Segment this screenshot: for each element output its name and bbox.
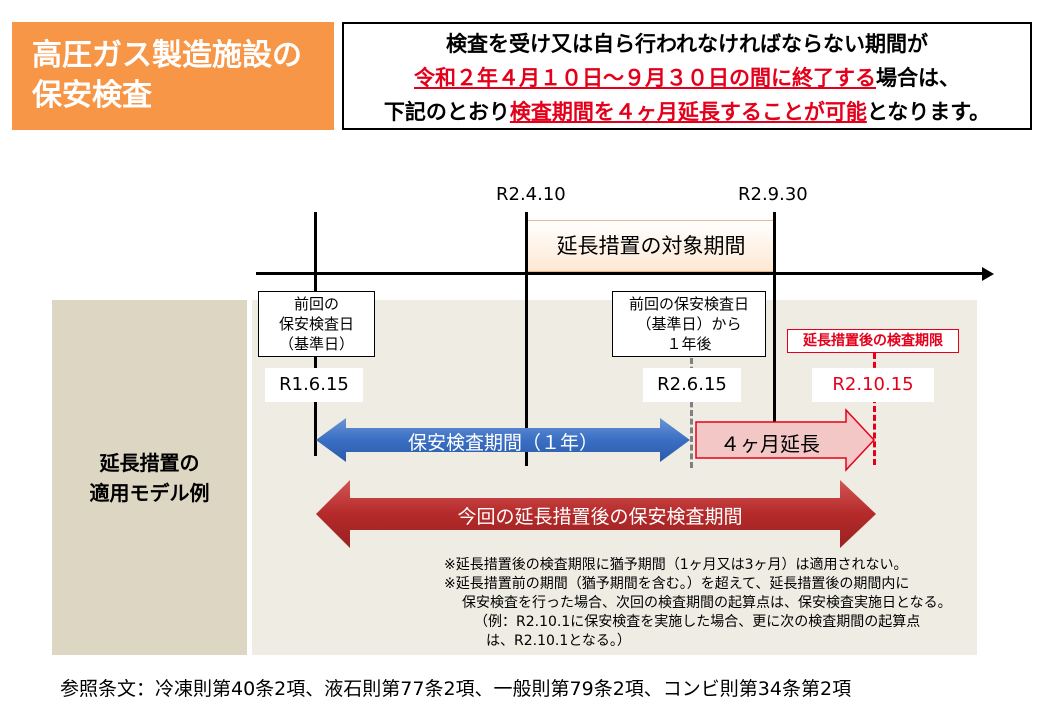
- period-start-line: [525, 212, 528, 466]
- model-side-label-line1: 延長措置の: [99, 451, 200, 475]
- prev-box-line1: 前回の: [293, 295, 339, 313]
- one-year-dashed-line: [690, 358, 693, 468]
- reference-articles: 参照条文：冷凍則第40条2項、液石則第77条2項、一般則第79条2項、コンビ則第…: [60, 678, 852, 700]
- arrows-svg: [316, 408, 876, 548]
- deadline-date: R2.10.15: [812, 368, 934, 402]
- prev-date: R1.6.15: [265, 368, 363, 402]
- notice-line2-rest: 場合は、: [876, 66, 960, 90]
- note-line1: ※延長措置後の検査期限に猶予期間（1ヶ月又は3ヶ月）は適用されない。: [444, 557, 908, 573]
- notice-line2: 令和２年４月１０日～９月３０日の間に終了する場合は、: [344, 61, 1030, 95]
- total-period-arrow-label: 今回の延長措置後の保安検査期間: [457, 506, 743, 528]
- title-line2: 保安検査: [32, 78, 152, 113]
- notice-line3: 下記のとおり検査期間を４ヶ月延長することが可能となります。: [344, 95, 1030, 129]
- model-side-panel: [52, 300, 247, 655]
- timeline-start-date: R2.4.10: [496, 184, 566, 205]
- prev-box-line3: （基準日）: [278, 335, 354, 353]
- notice-line1: 検査を受け又は自ら行われなければならない期間が: [446, 32, 928, 56]
- note-line2: ※延長措置前の期間（猶予期間を含む。）を超えて、延長措置後の期間内に: [444, 576, 910, 592]
- notice-line3-suffix: となります。: [866, 100, 991, 124]
- note-line4: （例：R2.10.1に保安検査を実施した場合、更に次の検査期間の起算点: [474, 614, 921, 630]
- one-year-box: 前回の保安検査日 （基準日）から １年後: [612, 291, 766, 357]
- model-side-label-line2: 適用モデル例: [89, 481, 210, 505]
- notice-line3-prefix: 下記のとおり: [383, 100, 510, 124]
- one-year-box-line2: （基準日）から: [636, 315, 742, 333]
- one-year-box-line3: １年後: [666, 335, 712, 353]
- note-line5: は、R2.10.1となる。）: [486, 633, 631, 649]
- inspection-period-arrow-label: 保安検査期間（１年）: [407, 432, 598, 454]
- note-line3: 保安検査を行った場合、次回の検査期間の起算点は、保安検査実施日となる。: [462, 595, 952, 611]
- timeline-axis: [256, 272, 986, 275]
- target-period-box: 延長措置の対象期間: [527, 220, 775, 272]
- total-period-arrow: [316, 480, 876, 548]
- one-year-date: R2.6.15: [643, 368, 741, 402]
- extension-arrow-label: ４ヶ月延長: [720, 432, 820, 456]
- timeline-axis-arrowhead: [982, 267, 994, 281]
- model-main-panel: [252, 300, 977, 655]
- prev-inspection-box: 前回の 保安検査日 （基準日）: [258, 291, 375, 357]
- prev-box-line2: 保安検査日: [278, 315, 354, 333]
- inspection-period-arrow: [316, 418, 690, 462]
- notice-line2-red: 令和２年４月１０日～９月３０日の間に終了する: [414, 66, 876, 90]
- notice-line3-red: 検査期間を４ヶ月延長することが可能: [509, 100, 867, 124]
- one-year-box-line1: 前回の保安検査日: [628, 295, 749, 313]
- deadline-dashed-line: [873, 353, 876, 465]
- title-box: 高圧ガス製造施設の 保安検査: [12, 22, 334, 130]
- title-line1: 高圧ガス製造施設の: [32, 38, 302, 73]
- timeline-end-date: R2.9.30: [738, 184, 808, 205]
- notice-box: 検査を受け又は自ら行われなければならない期間が 令和２年４月１０日～９月３０日の…: [342, 22, 1032, 130]
- model-side-label: 延長措置の 適用モデル例: [52, 448, 247, 508]
- extension-arrow: [695, 408, 876, 472]
- period-end-line: [773, 212, 776, 424]
- deadline-label: 延長措置後の検査期限: [787, 329, 959, 353]
